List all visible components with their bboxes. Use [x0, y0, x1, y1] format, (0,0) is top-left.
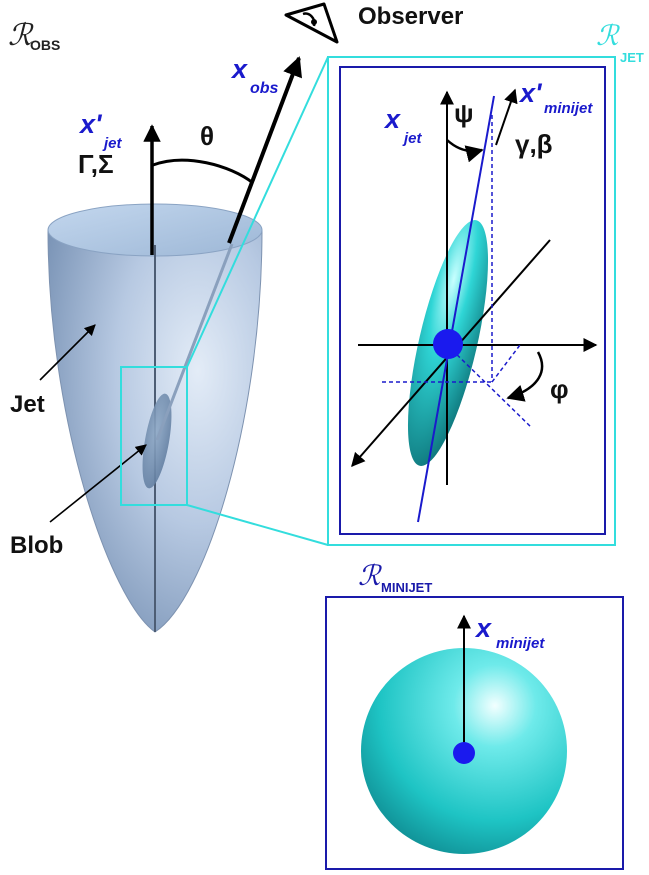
jet-pointer: [39, 324, 96, 381]
minijet-center-dot: [453, 742, 475, 764]
blob-label: Blob: [10, 532, 63, 559]
jet-label: Jet: [10, 391, 45, 418]
frame-minijet-subscript: MINIJET: [381, 580, 432, 595]
jet-frame-center-dot: [433, 329, 463, 359]
gamma-beta-label: γ,β: [515, 129, 553, 159]
theta-label: θ: [200, 121, 214, 151]
x-obs-sub: obs: [250, 80, 279, 97]
psi-arc: [446, 139, 484, 163]
frame-jet-symbol: ℛ: [596, 19, 620, 52]
frame-obs-symbol: ℛ: [8, 18, 34, 53]
x-jet-main: x: [383, 104, 401, 134]
zoom-connector-top: [186, 56, 329, 368]
frame-jet-inner: [339, 66, 606, 535]
frame-jet-subscript: JET: [620, 50, 644, 65]
x-minijet-prime-axis: [495, 88, 518, 146]
zoom-connector-bottom: [186, 504, 329, 546]
minijet-direction-line: [417, 95, 495, 523]
frame-minijet: [325, 596, 624, 870]
x-obs-main: x: [230, 54, 248, 84]
phi-arc: [506, 351, 544, 402]
blob-pointer: [49, 444, 147, 523]
frame-obs-label: ℛ OBS: [8, 18, 60, 53]
x-minijet-main: x: [474, 613, 492, 643]
x-obs-label: x obs: [230, 54, 279, 97]
x-obs-axis: [227, 56, 302, 244]
gamma-sigma-label: Γ,Σ: [78, 149, 114, 179]
psi-label: ψ: [454, 98, 474, 128]
frame-jet-label: ℛ JET: [596, 19, 644, 65]
observer-label: Observer: [358, 3, 463, 30]
zoom-box-small: [120, 366, 188, 506]
frame-minijet-symbol: ℛ: [358, 559, 382, 592]
x-jet-prime-label: x' jet: [78, 109, 123, 152]
x-jet-sub: jet: [402, 130, 423, 147]
frame-jet-outer: [327, 56, 616, 546]
theta-arc: [152, 158, 254, 185]
frame-obs-subscript: OBS: [30, 37, 60, 53]
x-minijet-prime-main: x': [518, 78, 543, 108]
x-minijet-prime-sub: minijet: [544, 100, 593, 117]
x-jet-prime-sub: jet: [102, 135, 123, 152]
x-minijet-sub: minijet: [496, 635, 545, 652]
x-jet-label: x jet: [383, 104, 423, 147]
frame-minijet-label: ℛ MINIJET: [358, 559, 432, 595]
eye-icon: [284, 2, 339, 44]
x-minijet-label: x minijet: [474, 613, 545, 652]
phi-label: φ: [550, 374, 569, 404]
x-jet-prime-main: x': [78, 109, 103, 139]
observer-sightline-inner: [155, 243, 234, 441]
x-minijet-prime-label: x' minijet: [518, 78, 593, 117]
projection-lines: [382, 115, 533, 429]
